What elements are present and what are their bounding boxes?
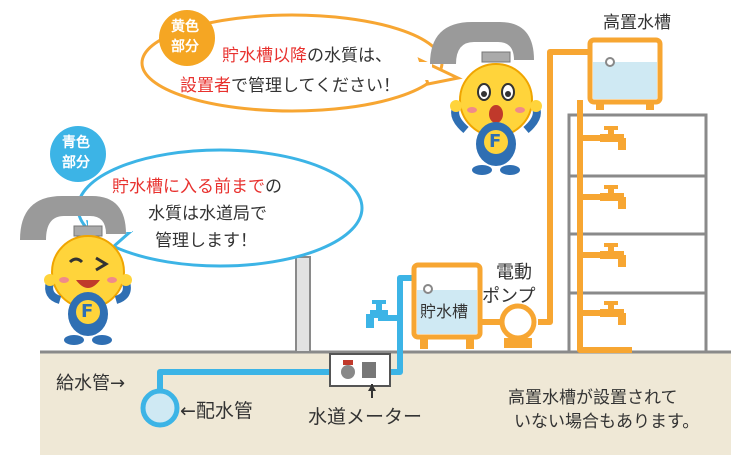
post [295,256,311,353]
bubble-top-line2: 設置者で管理してください！ [180,71,400,96]
faucet-icons [600,126,626,325]
label-water-meter: 水道メーター [308,406,423,428]
bubble-top-line2-red: 設置者 [180,76,231,96]
bubble-top-line2-black: で管理してください！ [231,76,400,96]
speech-bubble-top [140,13,463,113]
badge-yellow-line1: 黄色 [171,19,199,35]
bubble-left-line3: 管理します！ [155,231,257,251]
building-frame [567,113,708,354]
label-pump-line1: 電動 [496,262,532,283]
badge-blue-line2: 部分 [62,155,90,171]
label-pump-line2: ポンプ [482,286,536,307]
elevated-tank [587,37,663,110]
blue-faucet-icon [366,300,388,328]
bubble-top-line1-black: の水質は、 [307,46,392,66]
label-storage-tank: 貯水槽 [420,302,469,321]
bubble-left-line1: 貯水槽に入る前までの [112,172,282,197]
water-meter-box [329,353,391,398]
distribution-pipe-icon [140,388,180,428]
label-elevated-tank: 高置水槽 [603,13,671,33]
label-supply-pipe: 給水管→ [56,373,126,394]
badge-blue [50,126,106,182]
yellow-pipes [478,49,632,353]
badge-yellow-line2: 部分 [171,39,199,55]
mascot-left-letter: F [81,301,94,322]
mascot-top-letter: F [489,131,502,152]
mascot-top [430,22,542,175]
bubble-left-line1-red: 貯水槽に入る前まで [112,177,265,197]
electric-pump-icon [499,303,537,348]
badge-yellow [159,10,215,66]
mascot-left [20,196,132,345]
bubble-top-line1-red: 貯水槽以降 [222,46,307,66]
bubble-top-line1: 貯水槽以降の水質は、 [222,41,392,66]
storage-tank [411,262,483,349]
note-line2: いない場合もあります。 [514,412,700,432]
bubble-left-line1-black: の [265,177,282,197]
badge-blue-line1: 青色 [62,135,90,151]
note-line1: 高置水槽が設置されて [508,388,678,408]
label-distribution-pipe: ←配水管 [180,400,253,422]
bubble-left-line2: 水質は水道局で [148,204,267,224]
